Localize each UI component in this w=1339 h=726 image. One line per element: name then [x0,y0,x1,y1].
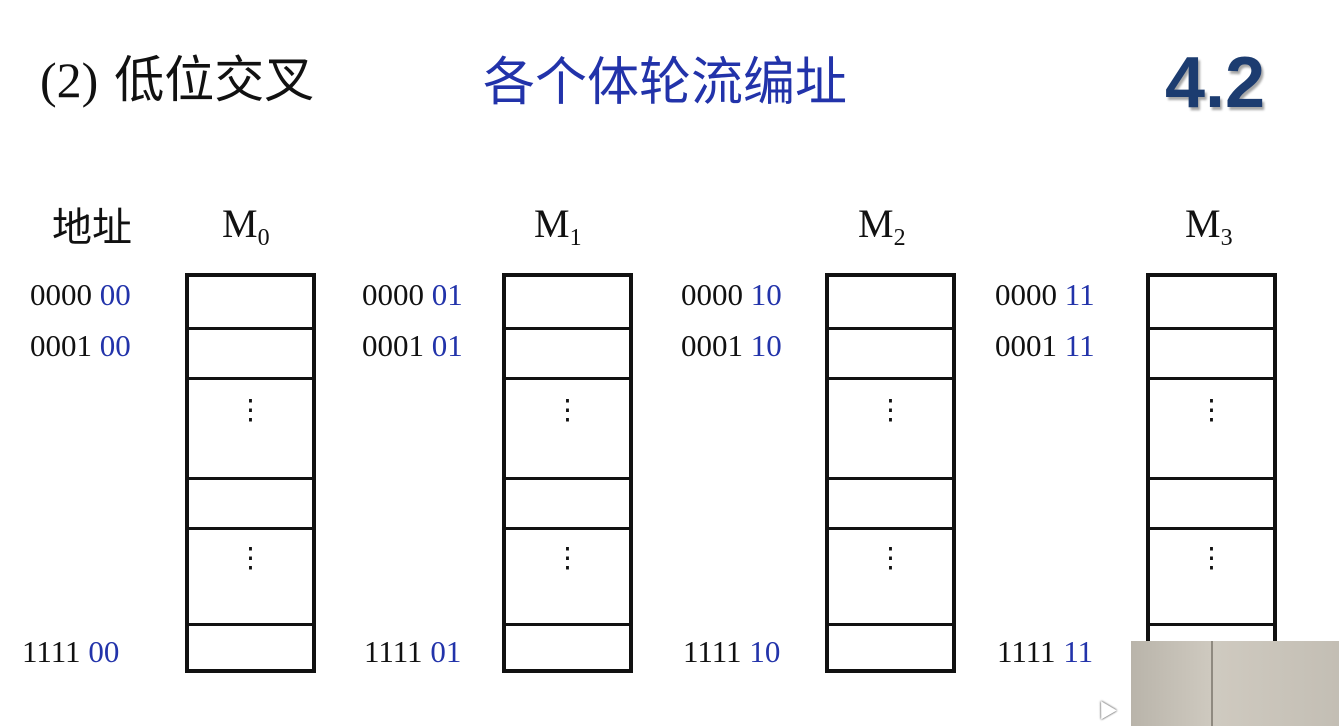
address-low: 11 [1063,634,1094,669]
address-label: 1111 11 [997,634,1093,670]
address-high: 1111 [997,634,1056,669]
memory-cell-gap: ⋮ [829,527,952,626]
address-high: 0000 [681,277,743,312]
memory-cell [189,327,312,380]
address-high: 0000 [362,277,424,312]
memory-cell [829,277,952,330]
memory-cell-gap: ⋮ [189,527,312,626]
memory-cell [1150,277,1273,330]
memory-bank-m1: ⋮ ⋮ [502,273,633,673]
address-high: 1111 [683,634,742,669]
address-label: 0000 00 [30,277,131,313]
ellipsis-icon: ⋮ [236,393,265,426]
address-label: 0001 00 [30,328,131,364]
module-label-m3: M3 [1185,200,1233,252]
webcam-seam [1211,641,1213,726]
module-name: M [222,201,258,246]
title-number: (2) [40,52,99,108]
address-low: 00 [99,277,131,312]
address-label: 0000 11 [995,277,1095,313]
memory-cell-gap: ⋮ [189,377,312,480]
module-subscript: 0 [257,225,270,251]
address-low: 01 [431,277,463,312]
address-high: 1111 [364,634,423,669]
address-low: 10 [750,277,782,312]
memory-cell-gap: ⋮ [1150,377,1273,480]
memory-bank-m2: ⋮ ⋮ [825,273,956,673]
address-high: 0001 [30,328,92,363]
address-low: 11 [1064,277,1095,312]
webcam-overlay [1131,641,1339,726]
module-name: M [858,201,894,246]
module-name: M [1185,201,1221,246]
memory-cell [189,477,312,530]
module-subscript: 2 [893,225,906,251]
address-high: 0001 [995,328,1057,363]
address-label: 0001 01 [362,328,463,364]
slide-subtitle: 各个体轮流编址 [483,53,848,113]
title-text: 低位交叉 [114,51,315,109]
ellipsis-icon: ⋮ [1197,393,1226,426]
slide-title: (2) 低位交叉 [40,40,314,112]
address-header: 地址 [52,205,132,251]
module-label-m1: M1 [534,200,582,252]
memory-cell [1150,477,1273,530]
address-label: 1111 00 [22,634,119,670]
address-high: 0000 [995,277,1057,312]
address-high: 0001 [362,328,424,363]
module-subscript: 1 [569,225,582,251]
memory-cell [1150,327,1273,380]
address-label: 0000 10 [681,277,782,313]
address-high: 1111 [22,634,81,669]
memory-cell-gap: ⋮ [829,377,952,480]
memory-cell-gap: ⋮ [506,527,629,626]
address-low: 01 [430,634,462,669]
module-label-m2: M2 [858,200,906,252]
address-high: 0000 [30,277,92,312]
memory-cell [829,327,952,380]
module-subscript: 3 [1220,225,1233,251]
address-label: 1111 01 [364,634,461,670]
ellipsis-icon: ⋮ [1197,541,1226,574]
ellipsis-icon: ⋮ [236,541,265,574]
address-low: 00 [99,328,131,363]
address-label: 1111 10 [683,634,780,670]
memory-bank-m0: ⋮ ⋮ [185,273,316,673]
address-low: 10 [750,328,782,363]
address-high: 0001 [681,328,743,363]
memory-cell [506,277,629,330]
address-low: 01 [431,328,463,363]
memory-cell [829,477,952,530]
ellipsis-icon: ⋮ [876,541,905,574]
ellipsis-icon: ⋮ [876,393,905,426]
address-low: 10 [749,634,781,669]
address-label: 0001 10 [681,328,782,364]
memory-bank-m3: ⋮ ⋮ [1146,273,1277,673]
module-label-m0: M0 [222,200,270,252]
address-low: 00 [88,634,120,669]
mouse-cursor-icon [1093,696,1117,720]
address-label: 0000 01 [362,277,463,313]
ellipsis-icon: ⋮ [553,541,582,574]
ellipsis-icon: ⋮ [553,393,582,426]
section-number: 4.2 [1165,43,1266,123]
memory-cell [506,477,629,530]
memory-cell-gap: ⋮ [506,377,629,480]
module-name: M [534,201,570,246]
memory-cell [189,277,312,330]
memory-cell [506,327,629,380]
memory-cell-gap: ⋮ [1150,527,1273,626]
address-label: 0001 11 [995,328,1095,364]
address-low: 11 [1064,328,1095,363]
